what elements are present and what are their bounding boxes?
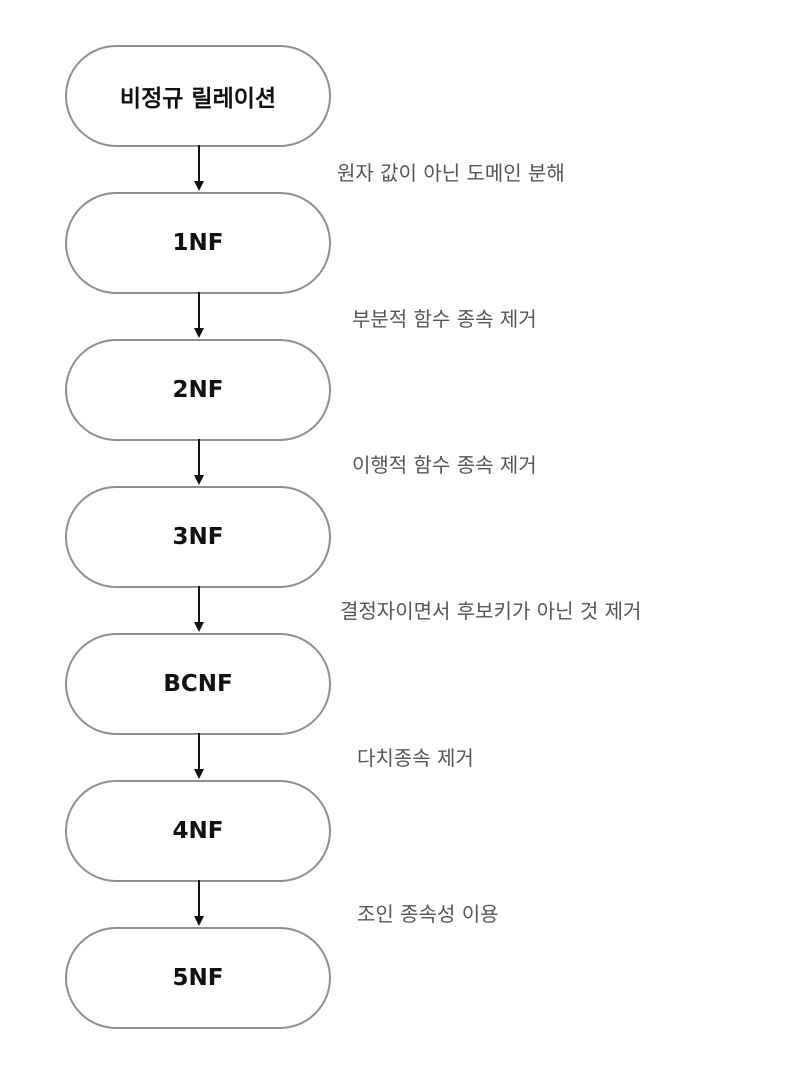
arrow-to-3nf <box>194 439 204 485</box>
arrow-to-bcnf <box>194 586 204 632</box>
arrow-to-2nf <box>194 292 204 338</box>
step-label-multivalued-dependency: 다치종속 제거 <box>357 746 474 770</box>
arrow-to-1nf <box>194 145 204 191</box>
node-5nf: 5NF <box>65 927 331 1029</box>
step-label-join-dependency: 조인 종속성 이용 <box>357 902 499 926</box>
node-unnormalized-relation: 비정규 릴레이션 <box>65 45 331 147</box>
node-1nf: 1NF <box>65 192 331 294</box>
node-4nf: 4NF <box>65 780 331 882</box>
node-bcnf: BCNF <box>65 633 331 735</box>
arrow-to-5nf <box>194 880 204 926</box>
step-label-determinant-not-candidate-key: 결정자이면서 후보키가 아닌 것 제거 <box>340 599 642 623</box>
node-3nf: 3NF <box>65 486 331 588</box>
step-label-atomic-domain: 원자 값이 아닌 도메인 분해 <box>337 161 565 185</box>
arrow-to-4nf <box>194 733 204 779</box>
step-label-transitive-dependency: 이행적 함수 종속 제거 <box>352 453 537 477</box>
node-2nf: 2NF <box>65 339 331 441</box>
step-label-partial-dependency: 부분적 함수 종속 제거 <box>352 307 537 331</box>
